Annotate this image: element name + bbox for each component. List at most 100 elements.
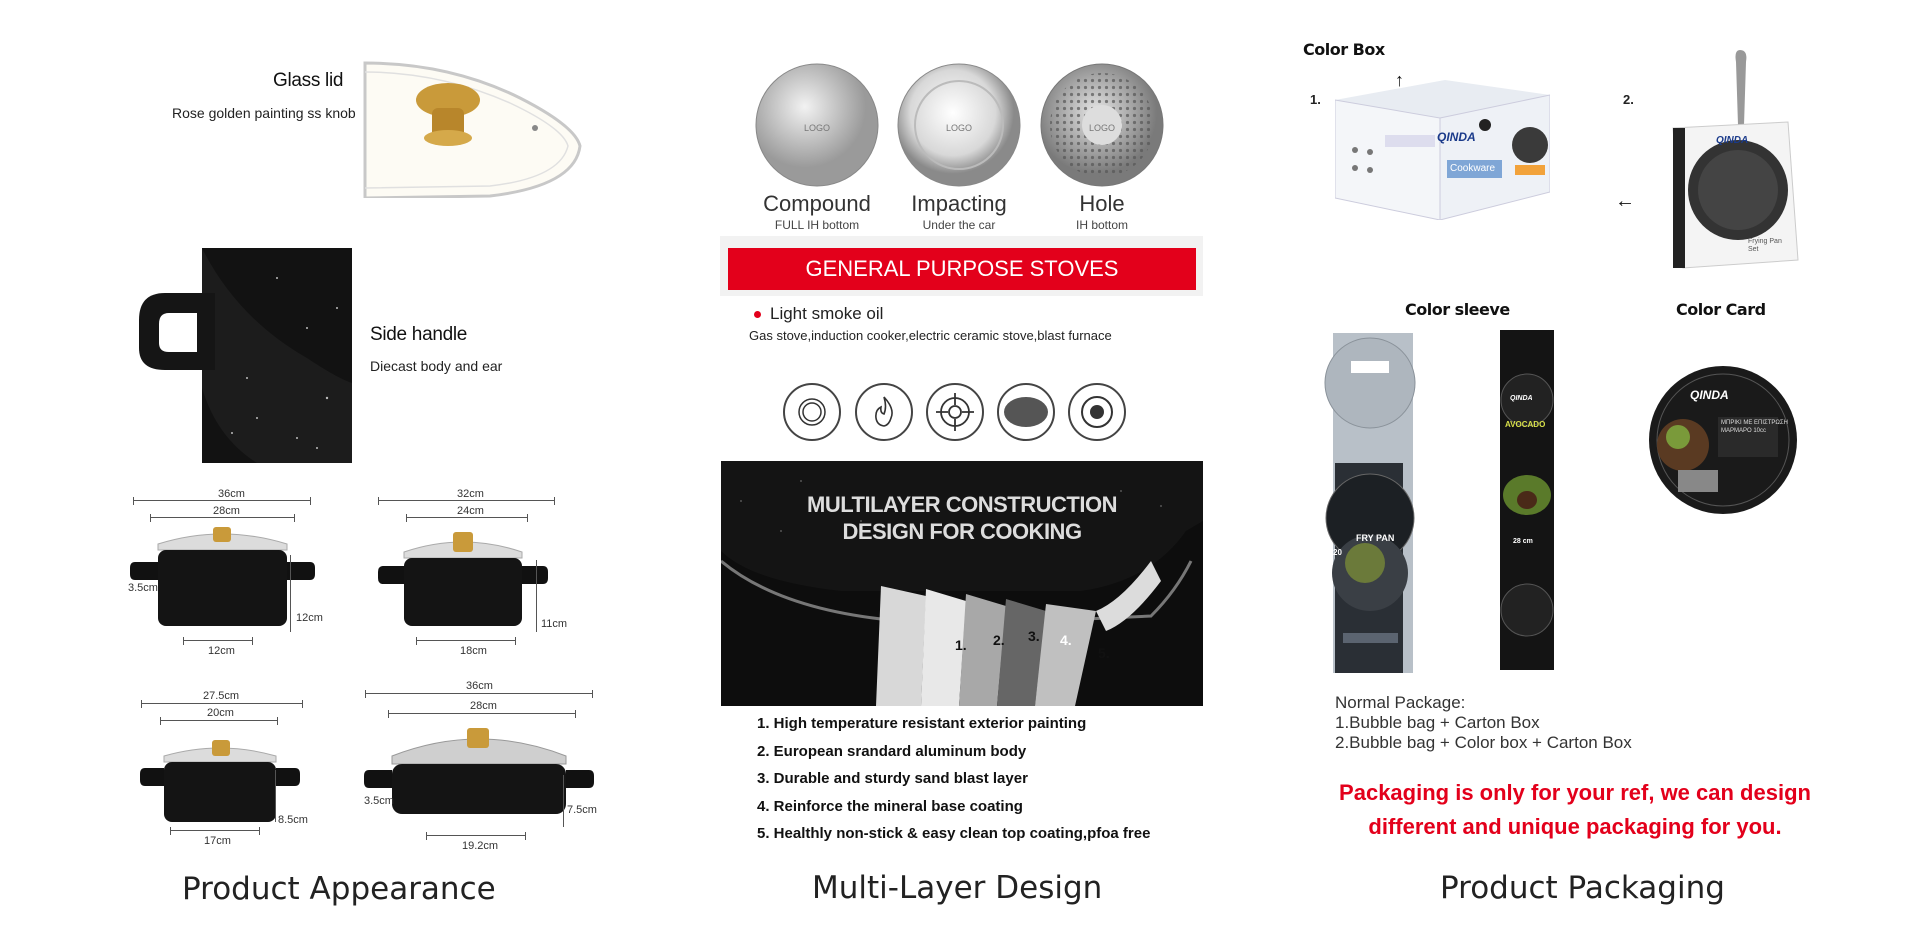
outer-diameter-label: 32cm [457,488,484,500]
layer-number: 1. [955,637,967,653]
outer-diameter-label: 27.5cm [203,690,240,702]
dimension-line [275,770,276,822]
dimension-line [170,827,260,835]
compound-sub: FULL IH bottom [774,218,860,232]
layer-item: 2. European srandard aluminum body [757,742,1027,760]
base-label: 18cm [460,645,487,657]
number-two: 2. [1623,92,1634,107]
pan-layers-image [721,461,1203,706]
compound-label: Compound [763,191,871,216]
packaging-note-line: Packaging is only for your ref, we can d… [1339,780,1811,805]
glass-lid-title: Glass lid [273,70,344,91]
hob-icon [1068,383,1126,441]
card-text: ΜΠΡΙΚΙ ΜΕ ΕΠΙΣΤΡΩΣΗ ΜΑΡΜΑΡΟ 10cc [1721,419,1788,435]
layer-number: 5. [1098,645,1110,661]
glass-lid-image [363,61,582,198]
handle-label: 3.5cm [128,582,158,594]
ceramic-plate-icon [997,383,1055,441]
inner-diameter-label: 28cm [213,505,240,517]
pan-heading-line1: MULTILAYER CONSTRUCTION [807,492,1117,517]
packaging-note: Packaging is only for your ref, we can d… [1305,776,1845,844]
glass-lid-subtitle: Rose golden painting ss knob [172,105,356,121]
color-sleeve-label: Color sleeve [1405,300,1510,319]
casserole-image [140,740,300,822]
height-label: 11cm [541,618,568,630]
arrow-up-icon: ↑ [1395,70,1404,90]
dimension-line [406,514,528,522]
impacting-label: Impacting [911,191,1007,216]
sleeve-label: FRY PAN [1356,533,1395,543]
side-handle-title: Side handle [370,324,468,345]
dimension-line [416,637,516,645]
side-handle-image [139,248,352,463]
stoves-text: Gas stove,induction cooker,electric cera… [749,328,1112,343]
layer-item: 5. Healthly non-stick & easy clean top c… [757,825,1151,842]
dimension-line [365,690,593,698]
brand-text: QINDA [1690,388,1729,402]
braiser-image [364,728,594,814]
logo-text: LOGO [804,123,830,133]
color-card-label: Color Card [1676,300,1766,319]
smoke-oil-text: Light smoke oil [770,304,884,323]
card-text-line: ΜΑΡΜΑΡΟ 10cc [1721,428,1767,434]
color-box-image [1335,80,1550,220]
base-label: 19.2cm [462,840,499,852]
dimension-line [536,560,537,632]
product-appearance-title: Product Appearance [182,871,496,907]
hole-label: Hole [1079,191,1125,216]
handle-label: 3.5cm [364,795,394,807]
dimension-line [160,717,278,725]
box-text: Cookware [1450,163,1496,174]
layer-item: 1. High temperature resistant exterior p… [757,715,1087,732]
impacting-disc-image: LOGO [897,63,1021,187]
inner-diameter-label: 24cm [457,505,484,517]
pan-box-text: Frying Pan Set [1748,238,1782,254]
height-label: 12cm [296,612,323,624]
dimension-line [133,497,311,505]
bullet-icon [754,311,761,318]
sleeve-size: 28 cm [1513,538,1533,545]
induction-coil-icon [783,383,841,441]
stockpot-image [130,527,315,626]
height-label: 7.5cm [567,804,597,816]
logo-text: LOGO [1089,123,1115,133]
dimension-line [183,637,253,645]
layer-number: 2. [993,632,1005,648]
outer-diameter-label: 36cm [466,680,493,692]
outer-diameter-label: 36cm [218,488,245,500]
arrow-left-icon: ← [1615,190,1635,212]
layer-item: 3. Durable and sturdy sand blast layer [757,770,1028,787]
compound-disc-image: LOGO [755,63,879,187]
dimension-line [426,832,526,840]
sleeve-label: AVOCADO [1505,420,1546,429]
general-purpose-banner: GENERAL PURPOSE STOVES [728,248,1196,290]
pan-heading: MULTILAYER CONSTRUCTION DESIGN FOR COOKI… [721,491,1203,545]
base-label: 17cm [204,835,231,847]
sleeve-size: 20 [1333,548,1342,557]
gas-burner-icon [926,383,984,441]
multi-layer-title: Multi-Layer Design [812,870,1103,906]
layer-list: 1. High temperature resistant exterior p… [757,710,1150,848]
stockpot-image [378,532,548,626]
brand-text: QINDA [1716,135,1749,146]
hole-sub: IH bottom [1075,218,1129,232]
color-sleeve-1-image [1324,333,1416,673]
normal-package-title: Normal Package: [1335,693,1466,712]
layer-item: 4. Reinforce the mineral base coating [757,797,1023,815]
brand-text: QINDA [1510,395,1533,402]
height-label: 8.5cm [278,814,308,826]
dimension-line [141,700,303,708]
card-text-line: ΜΠΡΙΚΙ ΜΕ ΕΠΙΣΤΡΩΣΗ [1721,420,1788,426]
packaging-note-line: different and unique packaging for you. [1368,814,1782,839]
normal-package-item: 2.Bubble bag + Color box + Carton Box [1335,733,1632,752]
inner-diameter-label: 28cm [470,700,497,712]
brand-text: QINDA [1437,130,1476,144]
hole-disc-image: LOGO [1040,63,1164,187]
pan-heading-line2: DESIGN FOR COOKING [842,519,1082,544]
inner-diameter-label: 20cm [207,707,234,719]
pan-box-text-line: Set [1748,246,1759,253]
base-label: 12cm [208,645,235,657]
dimension-line [388,710,576,718]
normal-package-item: 1.Bubble bag + Carton Box [1335,713,1540,732]
color-card-image [1649,366,1797,514]
